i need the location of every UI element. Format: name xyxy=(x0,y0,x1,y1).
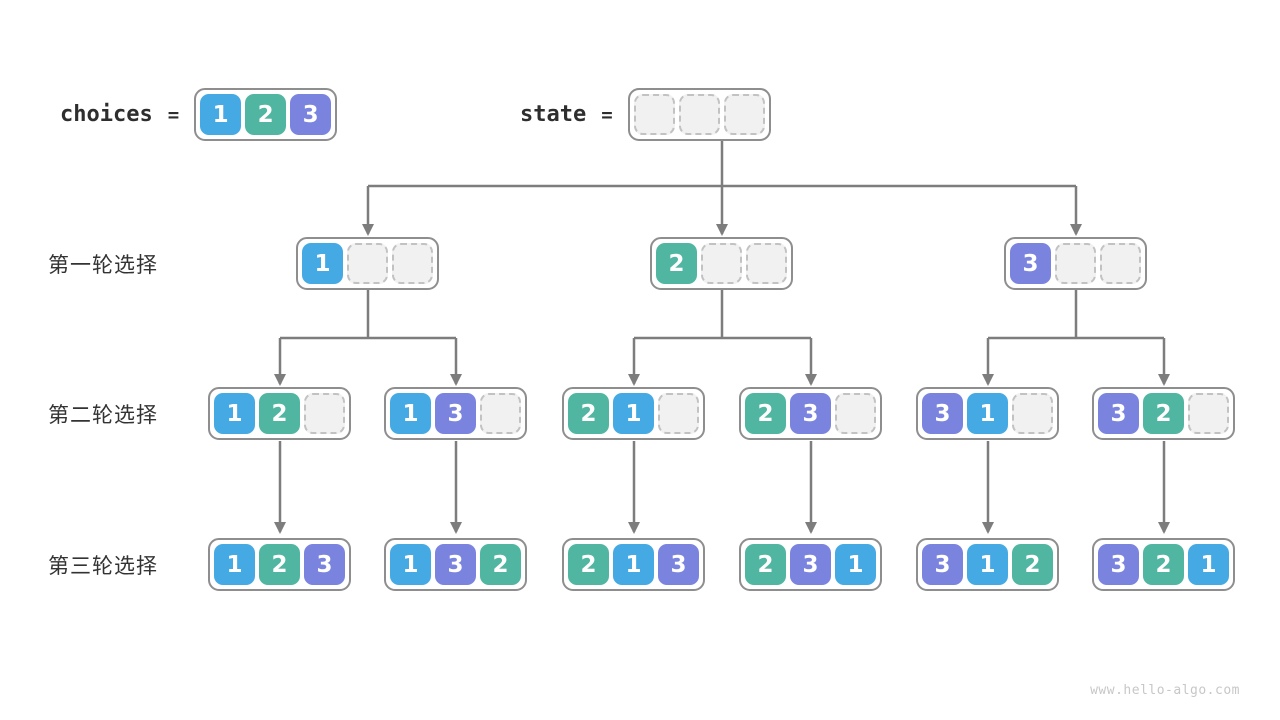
choice-cell-2: 2 xyxy=(745,544,786,585)
connector-root-stem xyxy=(368,141,1076,188)
state-node-r1-3: 3 xyxy=(1004,237,1147,290)
choice-cell-2: 2 xyxy=(245,94,287,135)
state-equals-sign: = xyxy=(601,103,613,126)
choice-cell-3: 3 xyxy=(922,544,963,585)
choice-cell-2: 2 xyxy=(1143,393,1184,434)
choice-cell-1: 1 xyxy=(302,243,343,284)
empty-cell xyxy=(1188,393,1229,434)
state-label: state xyxy=(520,102,587,127)
choice-cell-2: 2 xyxy=(1143,544,1184,585)
choice-cell-3: 3 xyxy=(435,544,476,585)
choice-cell-2: 2 xyxy=(568,393,609,434)
choice-cell-3: 3 xyxy=(658,544,699,585)
choice-cell-2: 2 xyxy=(568,544,609,585)
empty-cell xyxy=(347,243,388,284)
choice-cell-3: 3 xyxy=(790,393,831,434)
state-node-r1-2: 2 xyxy=(650,237,793,290)
choice-cell-1: 1 xyxy=(200,94,242,135)
empty-cell xyxy=(1055,243,1096,284)
choice-cell-3: 3 xyxy=(435,393,476,434)
choice-cell-1: 1 xyxy=(390,393,431,434)
choice-cell-3: 3 xyxy=(1010,243,1051,284)
empty-cell xyxy=(480,393,521,434)
choice-cell-3: 3 xyxy=(290,94,332,135)
state-array-root xyxy=(627,88,771,141)
empty-cell xyxy=(678,94,720,135)
watermark: www.hello-algo.com xyxy=(1090,683,1240,698)
empty-cell xyxy=(746,243,787,284)
empty-cell xyxy=(304,393,345,434)
choice-cell-1: 1 xyxy=(613,544,654,585)
choice-cell-1: 1 xyxy=(214,544,255,585)
empty-cell xyxy=(658,393,699,434)
choice-cell-2: 2 xyxy=(259,393,300,434)
empty-cell xyxy=(1100,243,1141,284)
choice-cell-3: 3 xyxy=(1098,393,1139,434)
choice-cell-1: 1 xyxy=(1188,544,1229,585)
connector-l1-stems xyxy=(280,290,1164,340)
row-label-round-3: 第三轮选择 xyxy=(48,555,158,578)
choice-cell-1: 1 xyxy=(835,544,876,585)
empty-cell xyxy=(723,94,765,135)
choices-label: choices xyxy=(60,102,153,127)
state-group: state = xyxy=(520,88,771,141)
choice-cell-1: 1 xyxy=(214,393,255,434)
choice-cell-3: 3 xyxy=(304,544,345,585)
row-label-round-2: 第二轮选择 xyxy=(48,404,158,427)
choice-cell-3: 3 xyxy=(1098,544,1139,585)
empty-cell xyxy=(392,243,433,284)
empty-cell xyxy=(701,243,742,284)
choice-cell-2: 2 xyxy=(259,544,300,585)
choice-cell-1: 1 xyxy=(613,393,654,434)
choice-cell-2: 2 xyxy=(1012,544,1053,585)
choice-cell-3: 3 xyxy=(790,544,831,585)
choice-cell-1: 1 xyxy=(967,393,1008,434)
choice-cell-2: 2 xyxy=(745,393,786,434)
state-node-r1-1: 1 xyxy=(296,237,439,290)
choice-cell-1: 1 xyxy=(390,544,431,585)
row-label-round-1: 第一轮选择 xyxy=(48,254,158,277)
choice-cell-2: 2 xyxy=(480,544,521,585)
choice-cell-3: 3 xyxy=(922,393,963,434)
choice-cell-2: 2 xyxy=(656,243,697,284)
choice-cell-1: 1 xyxy=(967,544,1008,585)
empty-cell xyxy=(835,393,876,434)
empty-cell xyxy=(633,94,675,135)
choices-equals-sign: = xyxy=(167,103,180,126)
empty-cell xyxy=(1012,393,1053,434)
